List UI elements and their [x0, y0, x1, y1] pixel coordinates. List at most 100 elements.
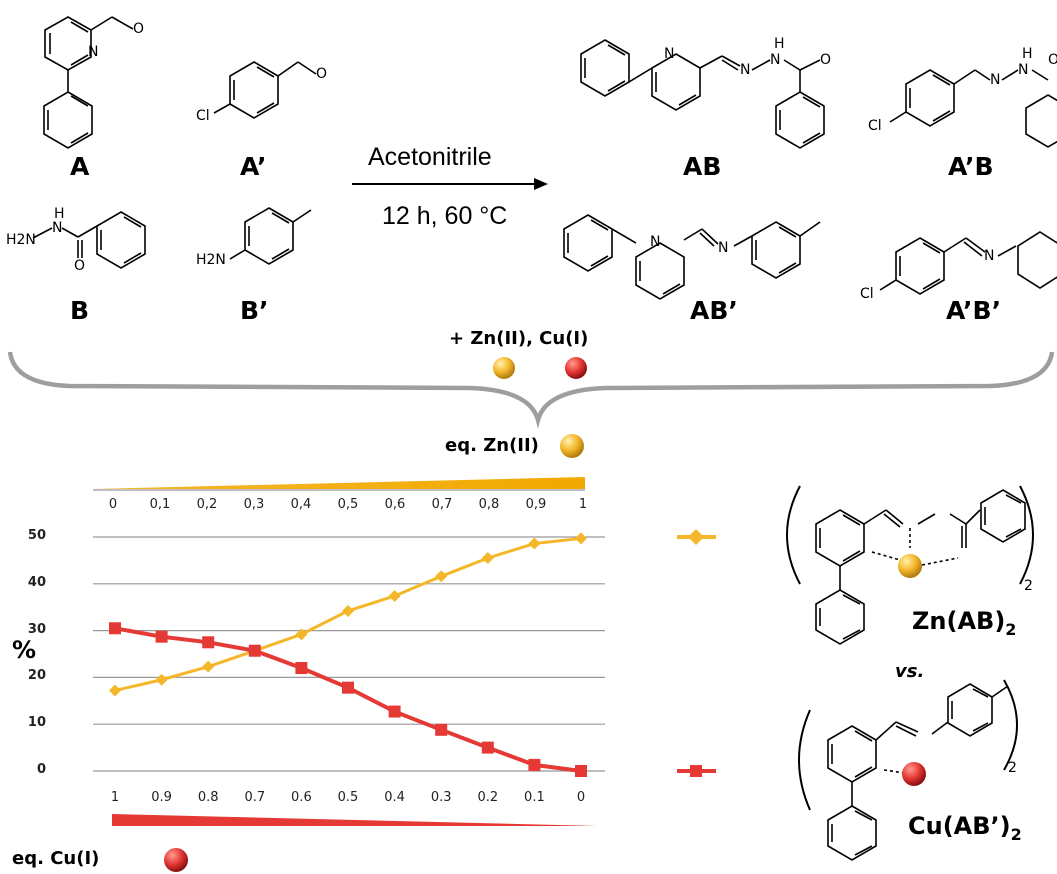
label-b-prime: B’: [240, 296, 269, 325]
point-1-4: [295, 662, 308, 675]
x-top-tick-5: 0,5: [337, 497, 359, 512]
y-tick-20: 20: [27, 668, 46, 684]
atom-o-b: O: [74, 258, 86, 274]
x-bottom-tick-1: 0.9: [151, 790, 172, 805]
legend-zn-marker: [677, 529, 716, 545]
point-0-2: [202, 660, 215, 673]
molecule-a-prime: [213, 61, 317, 119]
zn-complex-label: Zn(AB)2: [912, 607, 1016, 639]
x-bottom-tick-9: 0.1: [524, 790, 545, 805]
atom-cl-apbp: Cl: [860, 286, 874, 302]
point-0-0: [109, 684, 121, 697]
complex-cu: [798, 679, 1018, 861]
molecule-ab: [580, 39, 825, 149]
point-0-8: [481, 552, 494, 565]
point-1-0: [109, 622, 121, 635]
point-0-10: [575, 532, 587, 545]
atom-h2n-b: H2N: [6, 232, 36, 248]
y-tick-10: 10: [27, 715, 46, 731]
x-bottom-axis-title: eq. Cu(I): [12, 848, 100, 869]
point-0-6: [388, 589, 401, 602]
zn-wedge: [93, 477, 585, 489]
conditions-label: 12 h, 60 °C: [382, 202, 508, 230]
atom-n-ab-2: N: [770, 52, 781, 68]
atom-n-ab-py: N: [664, 46, 675, 62]
atom-o-apb: O: [1048, 52, 1057, 68]
solvent-label: Acetonitrile: [368, 143, 492, 171]
atom-n-b: N: [52, 220, 63, 236]
x-bottom-tick-8: 0.2: [477, 790, 499, 805]
x-bottom-tick-5: 0.5: [337, 790, 359, 805]
point-0-4: [295, 628, 308, 641]
point-1-10: [575, 765, 587, 777]
x-bottom-tick-7: 0.3: [430, 790, 452, 805]
atom-h2n-b-prime: H2N: [196, 252, 226, 268]
x-top-tick-0: 0: [108, 497, 118, 512]
line-chart: [93, 532, 605, 777]
curly-brace: [7, 351, 1055, 429]
x-bottom-tick-2: 0.8: [197, 790, 219, 805]
cu-complex-label: Cu(AB’)2: [908, 812, 1022, 844]
molecule-a-prime-b: [889, 69, 1057, 148]
atom-h-ab: H: [774, 36, 785, 52]
zn-sphere-icon: [493, 357, 515, 379]
cu-complex-sub: 2: [1010, 824, 1022, 844]
atom-h-b: H: [54, 206, 65, 222]
molecule-b-prime: [229, 207, 312, 265]
atom-n-apbp: N: [984, 248, 995, 264]
atom-n-abp: N: [718, 240, 729, 256]
x-top-tick-1: 0,1: [149, 497, 171, 512]
point-1-5: [342, 681, 354, 694]
molecule-a-prime-b-prime: [879, 231, 1057, 295]
y-tick-50: 50: [27, 528, 46, 543]
cu-complex-base: Cu(AB’): [908, 812, 1011, 840]
x-bottom-tick-0: 1: [110, 790, 120, 805]
x-top-tick-7: 0,7: [431, 497, 453, 512]
point-0-1: [155, 673, 168, 686]
label-b: B: [70, 296, 90, 325]
point-1-6: [388, 705, 401, 718]
point-0-7: [435, 570, 448, 583]
atom-o-ab: O: [820, 52, 832, 68]
label-a-prime-b-prime: A’B’: [946, 296, 1002, 325]
vs-label: vs.: [895, 661, 925, 682]
atom-o-a: O: [133, 21, 145, 37]
label-ab: AB: [683, 152, 722, 181]
x-top-tick-10: 1: [578, 497, 588, 512]
molecule-ab-prime: [563, 214, 821, 300]
point-1-1: [155, 630, 168, 643]
zn-sphere-axis-icon: [560, 434, 584, 458]
label-a: A: [70, 152, 90, 181]
reaction-arrow: [352, 178, 548, 190]
point-0-5: [342, 604, 354, 617]
cu-outer-subscript: 2: [1008, 760, 1017, 776]
x-top-tick-9: 0,9: [525, 497, 547, 512]
y-tick-0: 0: [36, 762, 46, 777]
point-0-9: [528, 537, 541, 550]
label-a-prime: A’: [240, 152, 267, 181]
x-top-tick-4: 0,4: [290, 497, 312, 512]
point-1-7: [435, 723, 448, 736]
y-tick-40: 40: [27, 574, 46, 590]
x-bottom-tick-6: 0.4: [384, 790, 405, 805]
label-ab-prime: AB’: [690, 296, 738, 325]
zn-outer-subscript: 2: [1024, 578, 1033, 594]
atom-n-abp-py: N: [650, 234, 661, 250]
molecule-a: [43, 16, 134, 149]
cu-sphere-icon: [565, 357, 587, 379]
molecule-b: [32, 211, 146, 269]
atom-h-apb: H: [1022, 46, 1033, 62]
zn-complex-sub: 2: [1005, 619, 1017, 639]
x-top-tick-8: 0,8: [478, 497, 500, 512]
series-line-1: [114, 626, 582, 773]
y-axis-title: %: [12, 636, 37, 664]
complex-zn: [786, 485, 1034, 645]
legend-cu-marker: [677, 765, 716, 777]
atom-o-a-prime: O: [316, 66, 328, 82]
label-a-prime-b: A’B: [948, 152, 994, 181]
atom-n-apb-1: N: [990, 72, 1001, 88]
atom-n-apb-2: N: [1018, 62, 1029, 78]
cu-sphere-axis-icon: [164, 848, 188, 872]
